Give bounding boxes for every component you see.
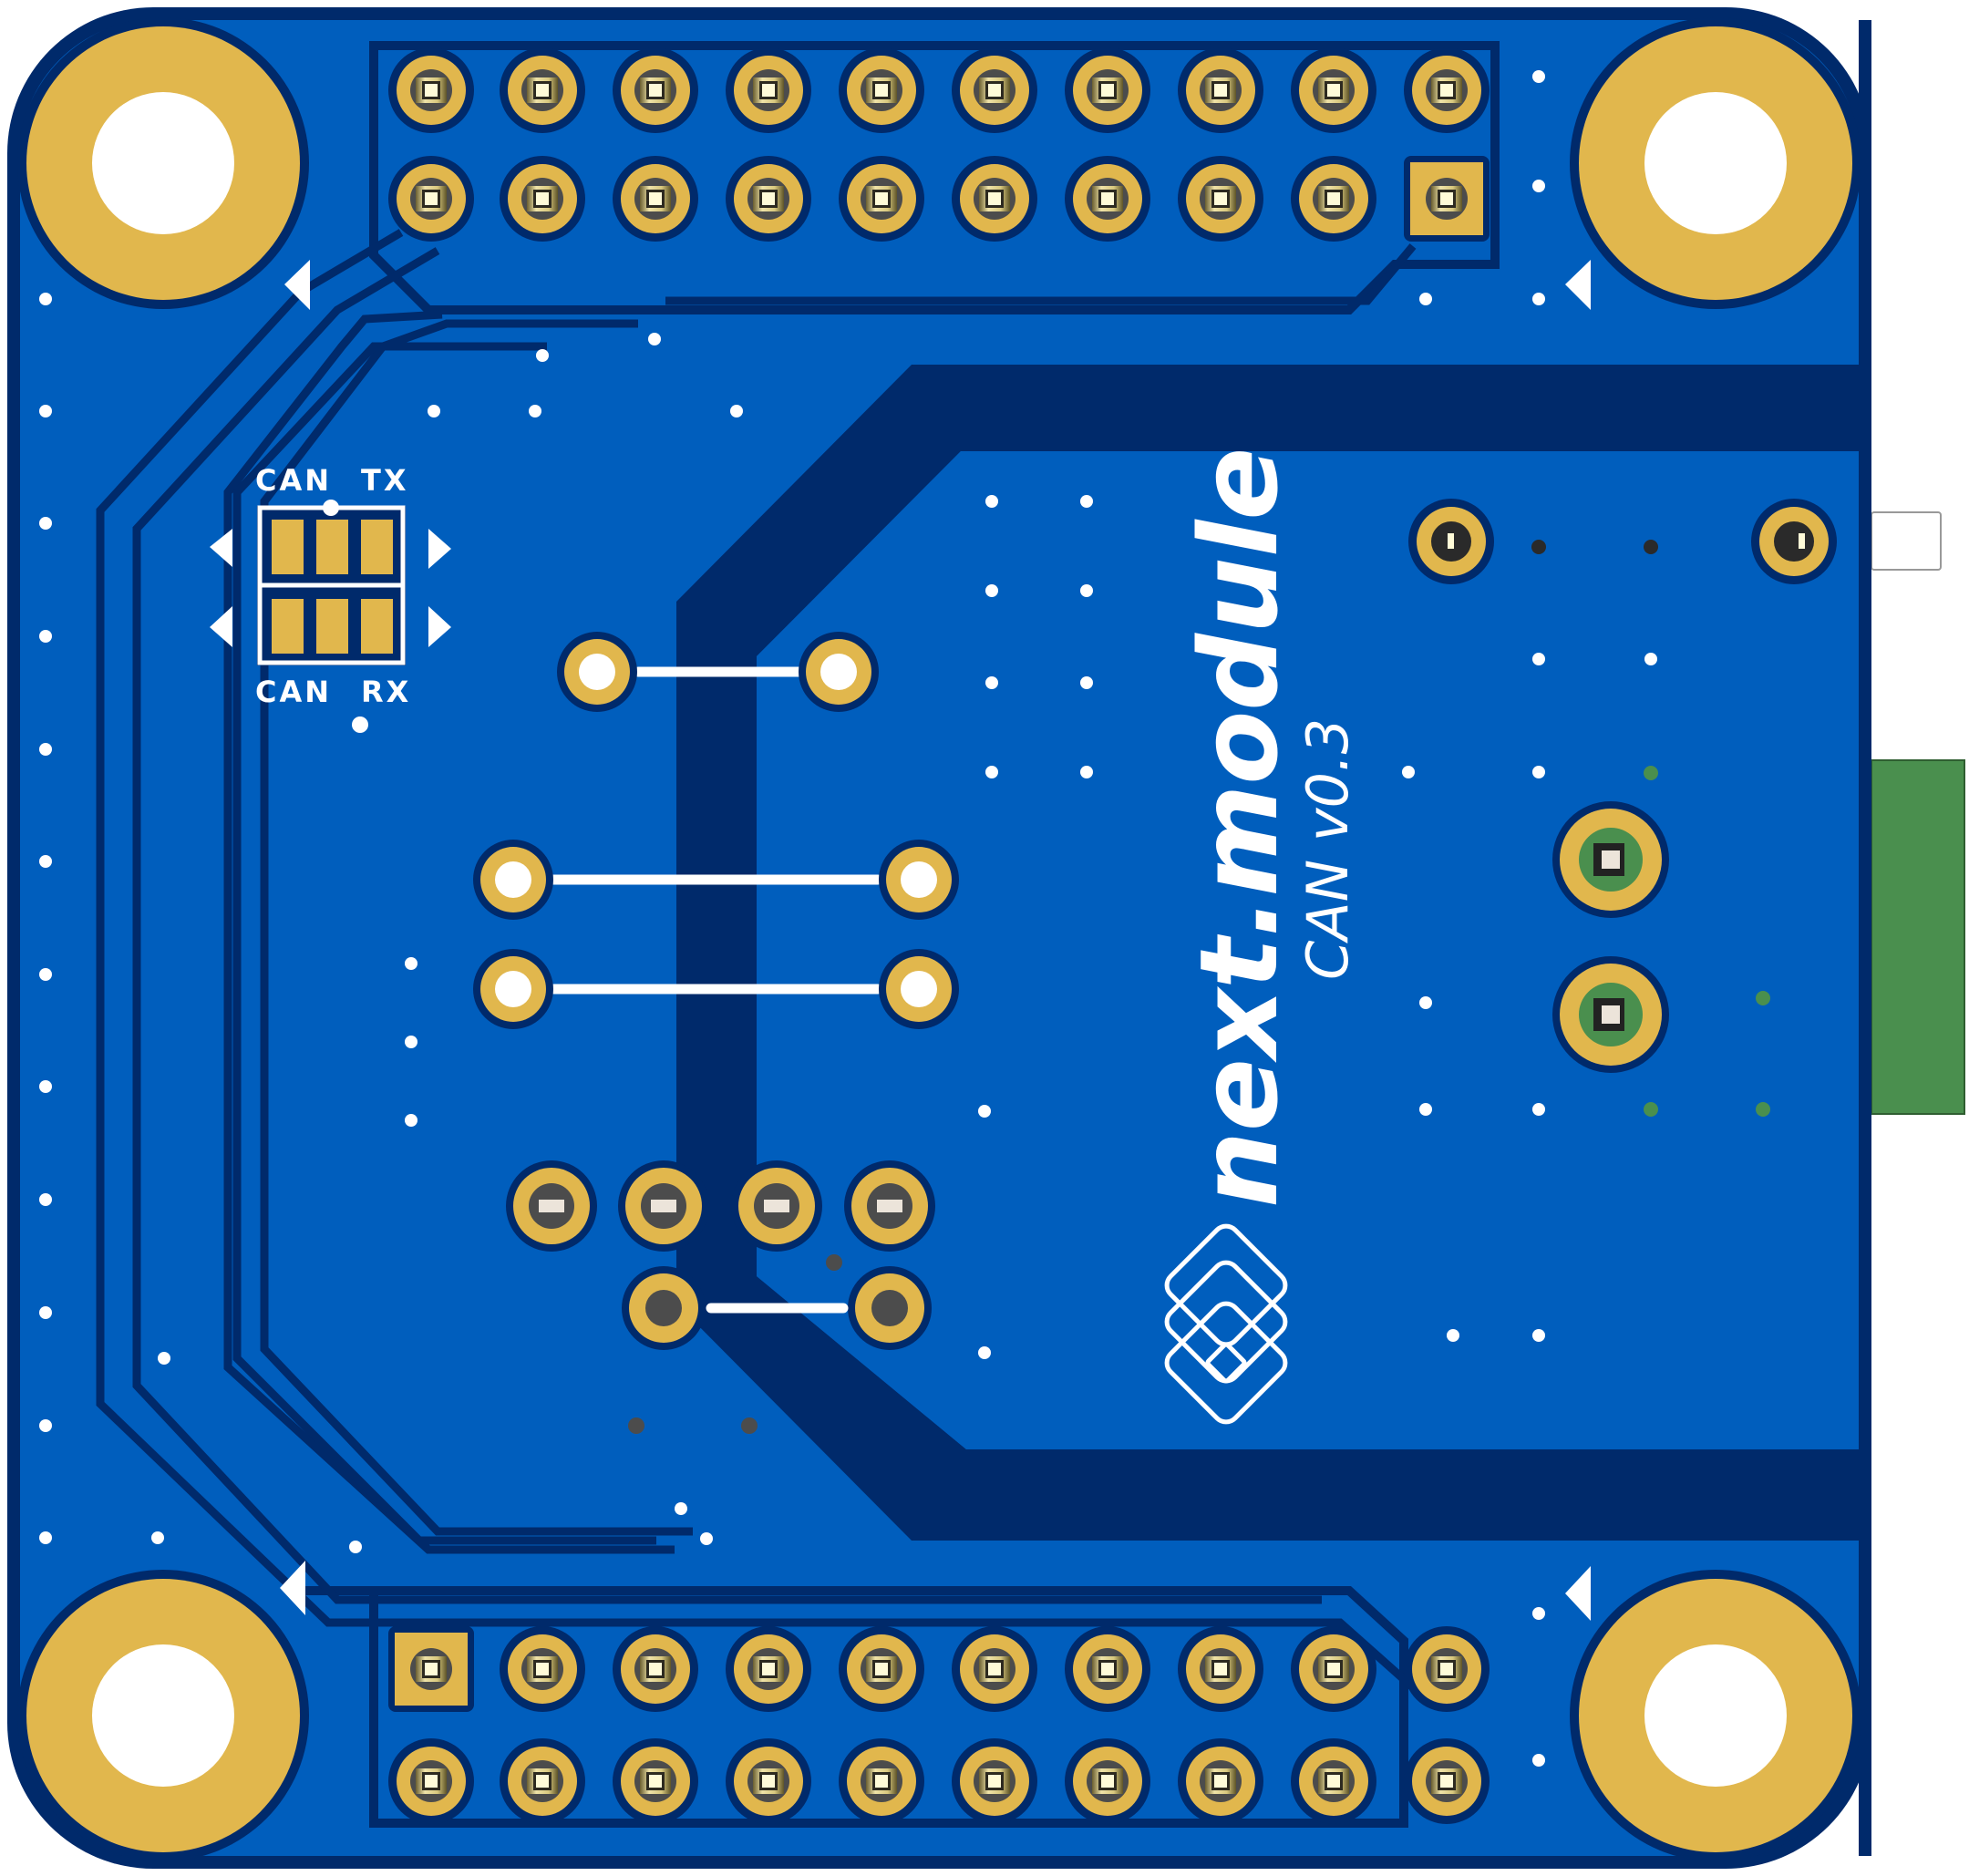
resistor-1: [557, 632, 879, 712]
mounting-hole-top-right: [1570, 17, 1861, 309]
resistor-3: [473, 949, 959, 1029]
can-jumper-block: [210, 500, 451, 733]
mounting-hole-bottom-right: [1570, 1570, 1861, 1861]
side-connector-white: [1871, 511, 1942, 571]
can-rx-label-right: RX: [361, 675, 411, 709]
can-tx-label-right: TX: [361, 463, 409, 498]
triangle-arrow-icon: [280, 260, 1591, 1621]
can-tx-label-left: CAN: [255, 463, 332, 498]
vias: [39, 70, 1657, 1767]
right-connector-pads: [1408, 499, 1837, 1117]
side-connector-green: [1871, 759, 1965, 1115]
can-rx-label-left: CAN: [255, 675, 332, 709]
top-header-frame: [369, 41, 1500, 314]
board-version-label: CAN v0.3: [1294, 718, 1361, 980]
board-name-label: next.module: [1176, 448, 1302, 1208]
ic-pads: [506, 1160, 935, 1434]
mounting-hole-bottom-left: [17, 1570, 309, 1861]
resistor-2: [473, 840, 959, 920]
stacked-modules-logo-icon: [1164, 1223, 1288, 1425]
bottom-header-frame: [301, 1586, 1408, 1828]
mounting-hole-top-left: [17, 17, 309, 309]
